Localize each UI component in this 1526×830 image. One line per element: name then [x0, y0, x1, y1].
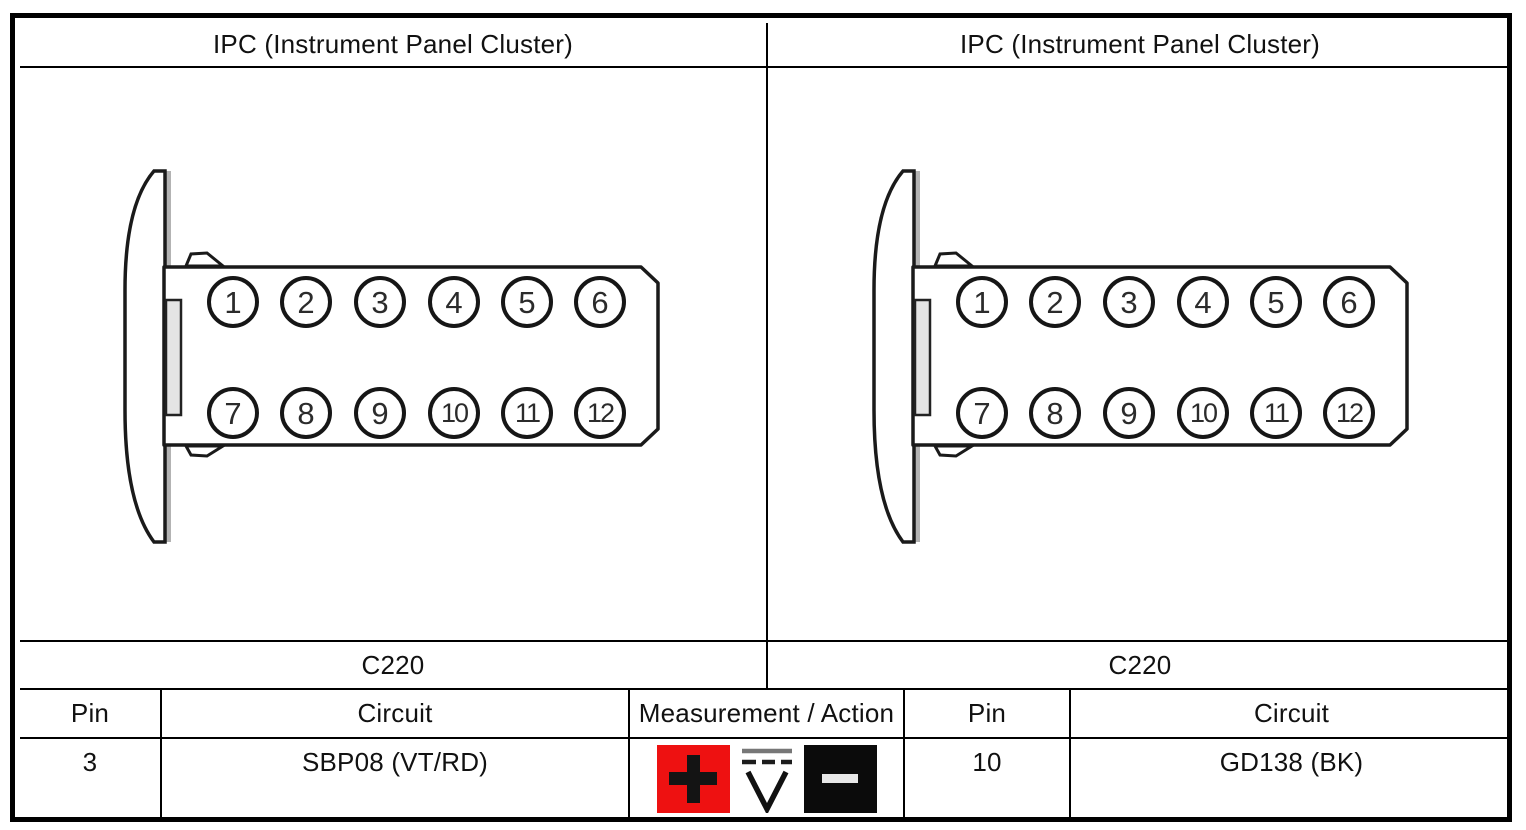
red-plus-icon: [656, 745, 730, 813]
pin-4: 4: [428, 276, 480, 328]
column-divider: [903, 690, 905, 822]
pin-1: 1: [956, 276, 1008, 328]
pin-2: 2: [1029, 276, 1081, 328]
plus-glyph-bar: [686, 755, 700, 803]
pin-1: 1: [207, 276, 259, 328]
connector-diagram-left: 1 2 3 4 5 6 7 8 9 10 11 12: [110, 158, 670, 548]
circuit-header-right: Circuit: [1253, 698, 1330, 728]
column-divider: [160, 690, 162, 822]
pin-3: 3: [1103, 276, 1155, 328]
pin-3: 3: [354, 276, 406, 328]
pin-9: 9: [354, 387, 406, 439]
pin-8: 8: [1029, 387, 1081, 439]
pin-7: 7: [207, 387, 259, 439]
connector-flange: [872, 169, 916, 544]
center-column-divider: [766, 23, 768, 690]
black-minus-icon: [803, 745, 877, 813]
pin-2: 2: [280, 276, 332, 328]
column-divider: [628, 690, 630, 822]
pin-8: 8: [280, 387, 332, 439]
pin-12: 12: [1323, 387, 1375, 439]
column-divider: [1069, 690, 1071, 822]
pin-6: 6: [574, 276, 626, 328]
dc-voltmeter-icon: [741, 748, 792, 813]
pin-grid-left: 1 2 3 4 5 6 7 8 9 10 11 12: [110, 158, 670, 548]
connector-diagram-right: 1 2 3 4 5 6 7 8 9 10 11 12: [859, 158, 1419, 548]
circuit-header-left: Circuit: [357, 698, 433, 728]
table-frame: IPC (Instrument Panel Cluster) IPC (Inst…: [10, 13, 1512, 822]
panel-title-left: IPC (Instrument Panel Cluster): [212, 29, 573, 59]
pin-header-left: Pin: [70, 698, 110, 728]
pin-10: 10: [428, 387, 480, 439]
pin-value-right: 10: [972, 747, 1002, 777]
pin-grid-right: 1 2 3 4 5 6 7 8 9 10 11 12: [859, 158, 1419, 548]
panel-title-right: IPC (Instrument Panel Cluster): [959, 29, 1320, 59]
circuit-value-right: GD138 (BK): [1219, 747, 1364, 777]
connector-label-left: C220: [361, 649, 425, 680]
keyway-slot: [913, 298, 932, 417]
minus-glyph-bar: [821, 774, 858, 783]
measurement-action-header: Measurement / Action: [638, 698, 895, 728]
circuit-value-left: SBP08 (VT/RD): [301, 747, 489, 777]
pin-10: 10: [1177, 387, 1229, 439]
pin-11: 11: [501, 387, 553, 439]
row-divider: [20, 737, 1512, 739]
keyway-slot: [164, 298, 183, 417]
pin-5: 5: [501, 276, 553, 328]
measurement-action-cell: [630, 739, 903, 822]
connector-label-right: C220: [1108, 649, 1172, 680]
pin-11: 11: [1250, 387, 1302, 439]
pin-7: 7: [956, 387, 1008, 439]
pin-value-left: 3: [82, 747, 98, 777]
pin-12: 12: [574, 387, 626, 439]
pin-6: 6: [1323, 276, 1375, 328]
pin-5: 5: [1250, 276, 1302, 328]
pin-9: 9: [1103, 387, 1155, 439]
pin-4: 4: [1177, 276, 1229, 328]
pin-header-right: Pin: [967, 698, 1007, 728]
connector-flange: [123, 169, 167, 544]
